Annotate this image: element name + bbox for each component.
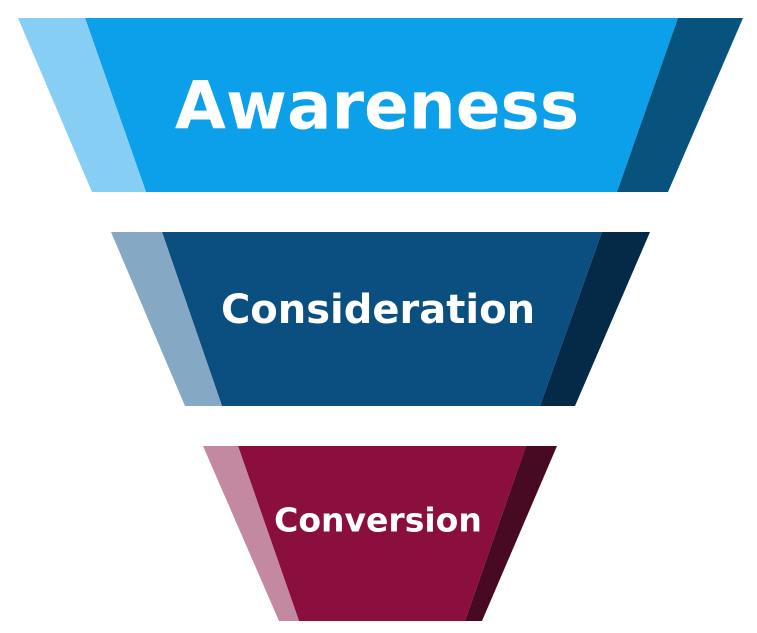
stage-left-side (203, 446, 299, 621)
stage-label: Conversion (274, 501, 482, 540)
stage-right-side (540, 232, 650, 406)
stage-right-side (617, 18, 743, 192)
stage-label: Consideration (221, 287, 535, 333)
stage-left-side (18, 18, 146, 192)
funnel-stage-awareness: Awareness (18, 18, 743, 192)
funnel-stage-conversion: Conversion (203, 446, 557, 621)
stage-left-side (111, 232, 222, 406)
stage-main-face (162, 232, 602, 406)
stage-right-side (465, 446, 557, 621)
funnel-stage-consideration: Consideration (111, 232, 650, 406)
stage-label: Awareness (175, 68, 579, 145)
stage-main-face (85, 18, 678, 192)
stage-main-face (238, 446, 526, 621)
